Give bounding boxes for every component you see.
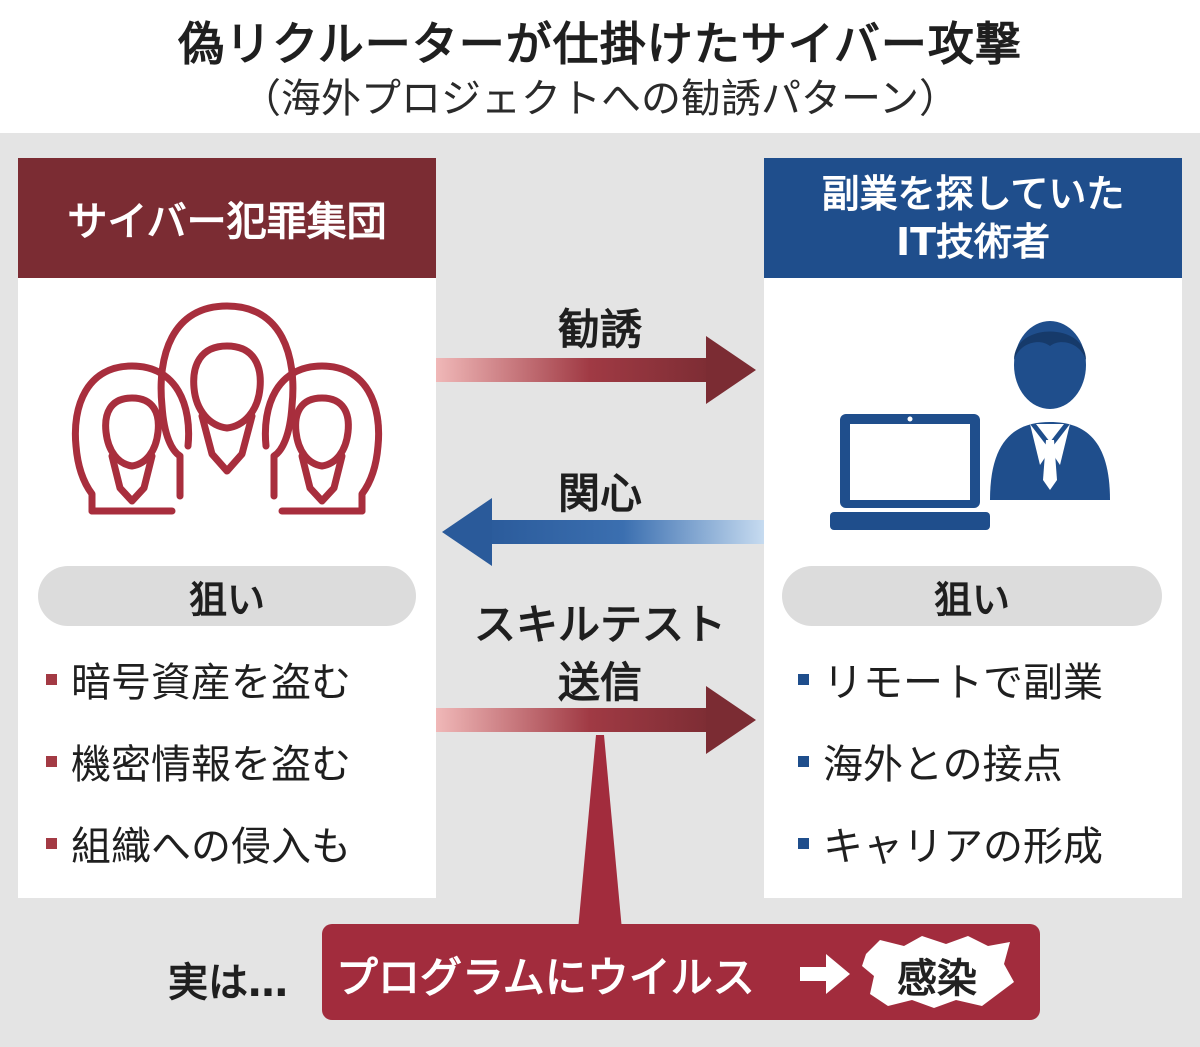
bullet-square-icon [46, 837, 57, 849]
solicit-arrow [436, 336, 756, 404]
header-line-2: IT技術者 [895, 220, 1051, 264]
skilltest-line-2: 送信 [557, 658, 642, 707]
interest-label: 関心 [557, 469, 642, 518]
aim-text: キャリアの形成 [823, 824, 1103, 870]
list-item: 海外との接点 [798, 720, 1182, 802]
left-aim-label: 狙い [38, 566, 416, 626]
bullet-square-icon [798, 837, 809, 849]
header-line-1: 副業を探していた [821, 172, 1125, 216]
list-item: 組織への侵入も [46, 802, 436, 884]
hooded-figures-icon [71, 302, 383, 515]
bullet-square-icon [798, 755, 809, 767]
cybercrime-group-header: サイバー犯罪集団 [18, 158, 436, 278]
aim-text: 海外との接点 [823, 742, 1063, 788]
solicit-label: 勧誘 [557, 305, 642, 354]
interest-arrow [442, 498, 764, 566]
page-subtitle: （海外プロジェクトへの勧誘パターン） [241, 76, 959, 122]
callout-pointer [578, 735, 622, 930]
right-arrow-icon [800, 954, 850, 994]
right-aim-label: 狙い [782, 566, 1162, 626]
list-item: キャリアの形成 [798, 802, 1182, 884]
list-item: 機密情報を盗む [46, 720, 436, 802]
bullet-square-icon [46, 755, 57, 767]
aim-text: 暗号資産を盗む [71, 660, 351, 706]
aim-text: 機密情報を盗む [71, 742, 351, 788]
right-aim-list: リモートで副業 海外との接点 キャリアの形成 [798, 638, 1182, 884]
virus-text: プログラムにウイルス [336, 953, 755, 1002]
page-title: 偽リクルーターが仕掛けたサイバー攻撃 [178, 17, 1022, 71]
bullet-square-icon [798, 673, 809, 685]
infection-burst-shape [862, 936, 1014, 1008]
infection-label: 感染 [897, 956, 977, 1002]
bottom-prefix: 実は… [168, 960, 288, 1006]
it-engineer-header: 副業を探していた IT技術者 [764, 158, 1182, 278]
skilltest-arrow [436, 686, 756, 754]
laptop-icon [830, 414, 990, 530]
bullet-square-icon [46, 673, 57, 685]
aim-text: 組織への侵入も [71, 824, 351, 870]
list-item: 暗号資産を盗む [46, 638, 436, 720]
left-aim-list: 暗号資産を盗む 機密情報を盗む 組織への侵入も [46, 638, 436, 884]
businessman-icon [990, 321, 1110, 500]
skilltest-line-1: スキルテスト [473, 600, 726, 649]
skilltest-label: スキルテスト 送信 [436, 596, 764, 712]
cybercrime-group-panel [18, 158, 436, 898]
list-item: リモートで副業 [798, 638, 1182, 720]
aim-text: リモートで副業 [823, 660, 1103, 706]
